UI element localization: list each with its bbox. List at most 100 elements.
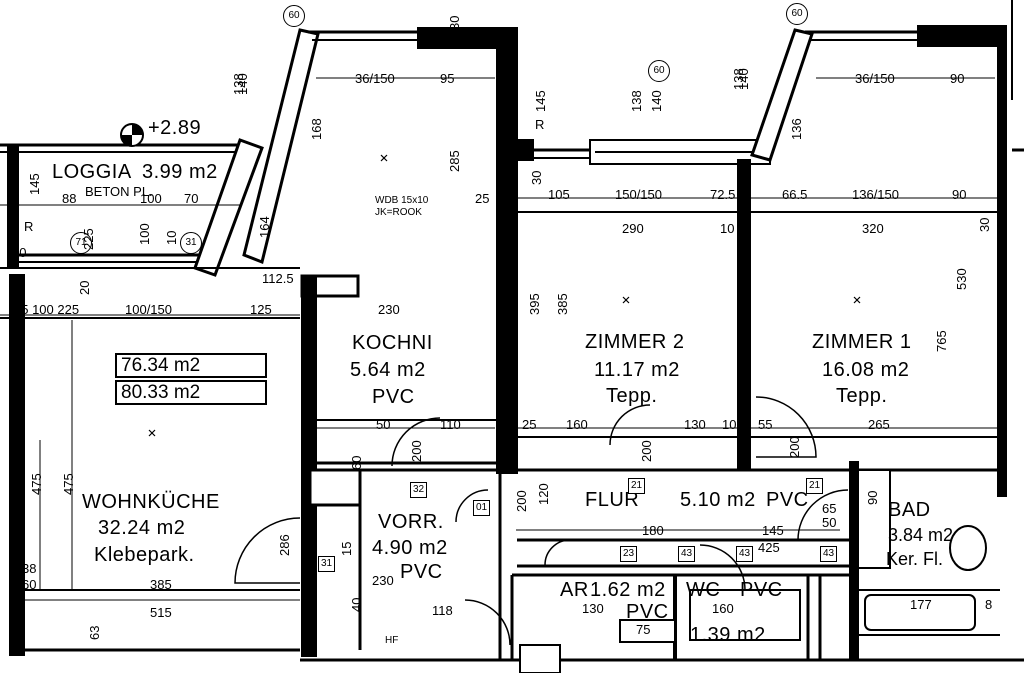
- dimension-lines: [0, 77, 1000, 601]
- dim-label: 385: [150, 577, 172, 592]
- tag-43: 43: [736, 546, 754, 562]
- dim-label: 70: [184, 191, 199, 206]
- dim-label: 515: [150, 605, 172, 620]
- wohnkueche-floor: Klebepark.: [94, 544, 195, 566]
- dim-label: 138: [629, 90, 644, 112]
- dim-label: 105: [548, 187, 570, 202]
- axis-tag-31: 31: [180, 232, 202, 254]
- dim-label: 36/150: [355, 71, 395, 86]
- loggia-name: LOGGIA: [52, 161, 132, 183]
- dim-label: 290: [622, 221, 644, 236]
- vorr-floor: PVC: [400, 561, 443, 583]
- dim-label: 230: [378, 302, 400, 317]
- dim-label: 385: [555, 293, 570, 315]
- dim-label: 140: [736, 68, 751, 90]
- dim-label: 425: [758, 540, 780, 555]
- dim-label: 88: [62, 191, 77, 206]
- dim-label: 30: [447, 15, 462, 30]
- loggia-floor: BETON PL.: [85, 184, 153, 199]
- kochni-floor: PVC: [372, 386, 415, 408]
- dim-label: 180: [642, 523, 664, 538]
- flur-name: FLUR: [585, 489, 640, 511]
- dim-label: 8: [985, 597, 993, 612]
- dim-label: 145: [27, 173, 42, 195]
- tag-31: 31: [318, 556, 336, 572]
- zimmer2-area: 11.17 m2: [594, 359, 680, 381]
- wc-name: WC: [686, 579, 721, 601]
- dim-label: 55: [758, 417, 773, 432]
- dim-label: 72.5: [710, 187, 736, 202]
- zimmer2-name: ZIMMER 2: [585, 331, 685, 353]
- axis-tag-60-right: 60: [786, 3, 808, 25]
- dim-label: 20: [12, 245, 27, 260]
- dim-label: 25 100 225: [14, 302, 80, 317]
- dim-label: 65: [822, 501, 837, 516]
- wc-area: 1.39 m2: [690, 624, 766, 646]
- dim-label: 50: [376, 417, 391, 432]
- dim-label: 145: [533, 90, 548, 112]
- tag-21: 21: [806, 478, 824, 494]
- tag-r: R: [24, 219, 34, 234]
- tag-23: 23: [620, 546, 638, 562]
- flur-floor: PVC: [766, 489, 809, 511]
- total-net-area: 76.34 m2: [115, 353, 267, 378]
- dim-label: 112.5: [262, 271, 294, 286]
- dim-label: 75: [636, 622, 651, 637]
- dim-label: 10: [164, 230, 179, 245]
- wohnkueche-area: 32.24 m2: [98, 517, 186, 539]
- zimmer1-floor: Tepp.: [836, 385, 888, 407]
- kochni-name: KOCHNI: [352, 332, 433, 354]
- kochni-area: 5.64 m2: [350, 359, 426, 381]
- dim-label: 136: [789, 118, 804, 140]
- dim-label: 200: [514, 490, 529, 512]
- tag-hf: HF: [385, 635, 399, 646]
- dim-label: 63: [87, 625, 102, 640]
- dim-label: 66.5: [782, 187, 808, 202]
- dim-label: 125: [250, 302, 272, 317]
- dim-label: 15: [339, 541, 354, 556]
- dim-label: 145: [762, 523, 784, 538]
- dim-label: 100/150: [125, 302, 172, 317]
- total-gross-area: 80.33 m2: [115, 380, 267, 405]
- dim-label: 60: [22, 577, 37, 592]
- dim-label: 395: [527, 293, 542, 315]
- dim-label: 95: [440, 71, 455, 86]
- dim-label: 530: [954, 268, 969, 290]
- tag-43: 43: [820, 546, 838, 562]
- dim-label: 25: [522, 417, 537, 432]
- dim-label: 136/150: [852, 187, 899, 202]
- center-marks: [148, 154, 861, 437]
- dim-label: 765: [934, 330, 949, 352]
- zimmer2-floor: Tepp.: [606, 385, 658, 407]
- level-value: +2.89: [148, 117, 202, 139]
- dim-label: 200: [639, 440, 654, 462]
- wohnkueche-name: WOHNKÜCHE: [82, 491, 220, 513]
- dim-label: 30: [529, 170, 544, 185]
- dim-label: 10: [722, 417, 737, 432]
- dim-label: 38: [22, 561, 37, 576]
- note-line-2: JK=ROOK: [375, 207, 422, 218]
- dim-label: 168: [309, 118, 324, 140]
- note-line-1: WDB 15x10: [375, 195, 429, 206]
- ar-area: 1.62 m2: [590, 579, 666, 601]
- vorr-area: 4.90 m2: [372, 537, 448, 559]
- dim-label: 150/150: [615, 187, 662, 202]
- dim-label: 30: [977, 217, 992, 232]
- axis-tag-71: 71: [70, 232, 92, 254]
- dim-label: 177: [910, 597, 932, 612]
- axis-tag-60-mid: 60: [648, 60, 670, 82]
- tag-r: R: [535, 117, 545, 132]
- ar-name: AR: [560, 579, 589, 601]
- dim-label: 164: [257, 216, 272, 238]
- dim-label: 285: [447, 150, 462, 172]
- axis-tag-60-left: 60: [283, 5, 305, 27]
- dim-label: 60: [349, 455, 364, 470]
- tag-01: 01: [473, 500, 491, 516]
- dim-label: 90: [865, 490, 880, 505]
- dim-label: 110: [440, 417, 461, 432]
- dim-label: 320: [862, 221, 884, 236]
- dim-label: 90: [952, 187, 967, 202]
- dim-label: 10: [720, 221, 735, 236]
